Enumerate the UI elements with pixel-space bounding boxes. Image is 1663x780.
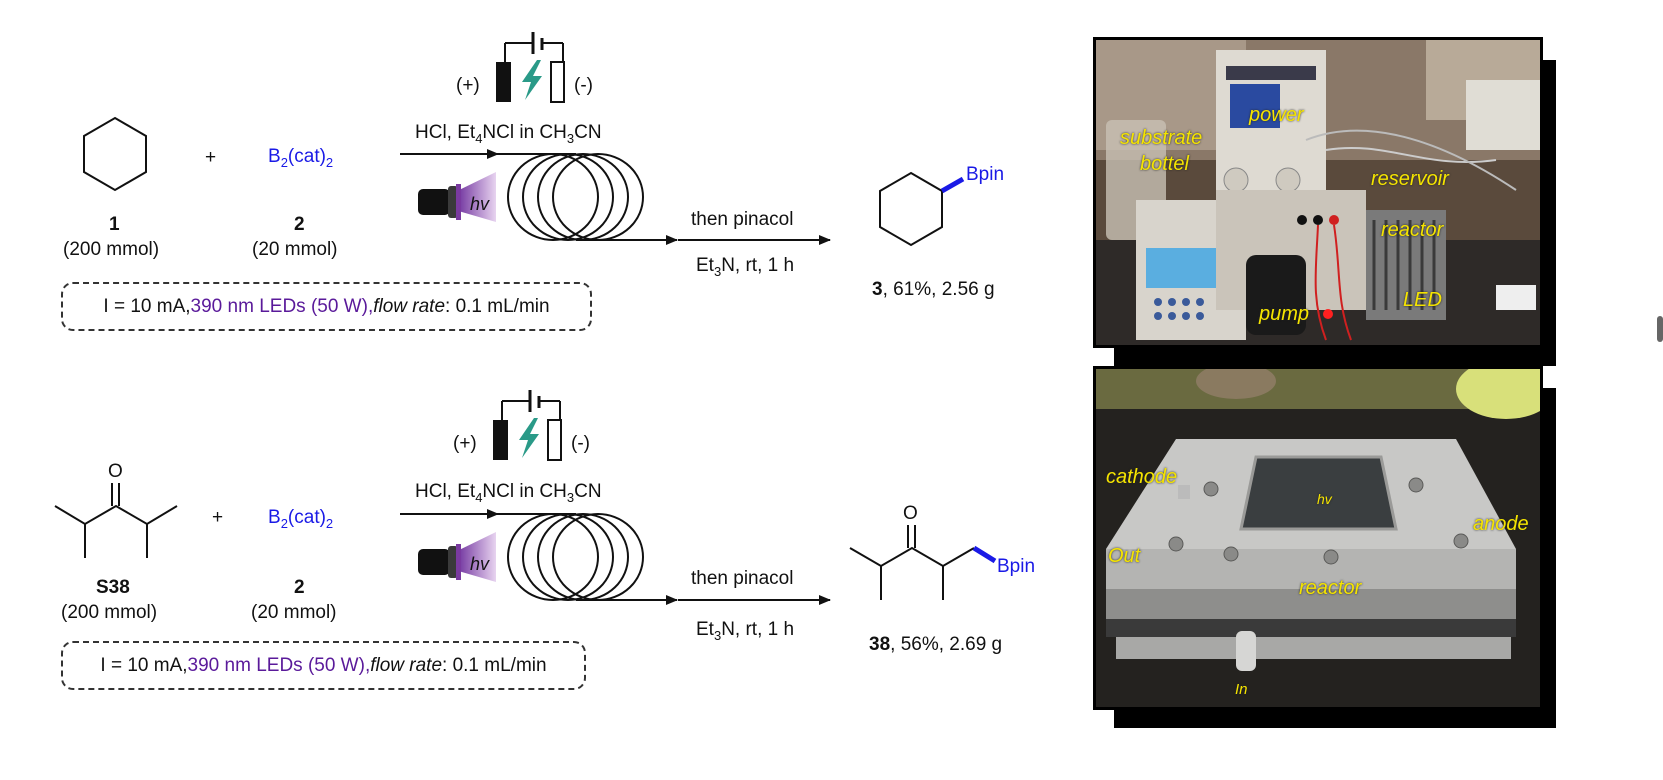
condition-bottom-label-2: Et3N, rt, 1 h xyxy=(696,619,795,643)
anode-polarity-label-2: (+) xyxy=(453,433,477,454)
scrollbar-thumb[interactable] xyxy=(1657,316,1663,342)
flow-coil-icon xyxy=(498,153,676,241)
plus-sign: + xyxy=(205,147,217,168)
photo-label-in: In xyxy=(1235,681,1248,698)
photo-label-bottel: bottel xyxy=(1140,153,1189,175)
product-bpin-label: Bpin xyxy=(966,164,1005,185)
cyclohexane-structure xyxy=(83,116,147,192)
photo-label-power: power xyxy=(1249,104,1304,126)
photo-label-anode: anode xyxy=(1473,513,1529,535)
product-yield: 3, 61%, 2.56 g xyxy=(872,279,995,300)
cathode-polarity-label: (-) xyxy=(574,75,593,96)
lamp-icon-2 xyxy=(418,532,496,582)
substrate-amount: (200 mmol) xyxy=(63,239,160,260)
cyclohexyl-bpin-structure xyxy=(879,171,965,247)
diisopropyl-ketone-structure xyxy=(54,483,178,558)
electrode-battery-icon xyxy=(496,32,565,103)
ketone-bpin-structure xyxy=(849,525,997,600)
reagent-formula-2: B2(cat)2 xyxy=(268,507,334,531)
photo-label-hv: hv xyxy=(1317,491,1332,507)
photo-label-substrate: substrate xyxy=(1120,127,1203,149)
cathode-polarity-label-2: (-) xyxy=(571,433,590,454)
reagent-amount: (20 mmol) xyxy=(252,239,338,260)
photo-label-out: Out xyxy=(1108,545,1141,567)
photo-label-reservoir: reservoir xyxy=(1371,168,1449,190)
reagent-amount-2: (20 mmol) xyxy=(251,602,337,623)
electrode-battery-icon-2 xyxy=(493,390,562,461)
condition-bottom-label: Et3N, rt, 1 h xyxy=(696,255,795,279)
lamp-icon xyxy=(418,172,496,222)
condition-then-label: then pinacol xyxy=(691,209,794,230)
condition-top-label: HCl, Et4NCl in CH3CN xyxy=(415,122,602,146)
substrate-amount-2: (200 mmol) xyxy=(61,602,158,623)
product-oxygen-label: O xyxy=(903,503,918,524)
plus-sign-2: + xyxy=(212,507,224,528)
substrate-oxygen-label: O xyxy=(108,461,123,482)
reagent-id: 2 xyxy=(294,214,305,235)
photo-label-reactor: reactor xyxy=(1381,219,1444,241)
condition-then-label-2: then pinacol xyxy=(691,568,794,589)
product-bpin-label-2: Bpin xyxy=(997,556,1036,577)
reactor-illustration xyxy=(1096,369,1540,707)
reagent-formula: B2(cat)2 xyxy=(268,146,334,170)
flow-coil-icon-2 xyxy=(498,513,676,601)
condition-top-label-2: HCl, Et4NCl in CH3CN xyxy=(415,481,602,505)
substrate-id-2: S38 xyxy=(96,577,130,598)
anode-polarity-label: (+) xyxy=(456,75,480,96)
hv-label: hv xyxy=(470,194,490,214)
conditions-box-2: I = 10 mA, 390 nm LEDs (50 W), flow rate… xyxy=(61,641,586,690)
flow-setup-illustration xyxy=(1096,40,1540,345)
product-yield-2: 38, 56%, 2.69 g xyxy=(869,634,1003,655)
photo-label-reactor-2: reactor xyxy=(1299,577,1362,599)
flow-setup-photo: substrate bottel power reservoir reactor… xyxy=(1093,37,1543,348)
reagent-id-2: 2 xyxy=(294,577,305,598)
photo-label-pump: pump xyxy=(1259,303,1310,325)
photo-label-cathode: cathode xyxy=(1106,466,1178,488)
substrate-id: 1 xyxy=(109,214,120,235)
hv-label-2: hv xyxy=(470,554,490,574)
photo-label-led: LED xyxy=(1403,289,1442,311)
conditions-box: I = 10 mA, 390 nm LEDs (50 W), flow rate… xyxy=(61,282,592,331)
reactor-photo: cathode hv anode Out reactor In xyxy=(1093,366,1543,710)
